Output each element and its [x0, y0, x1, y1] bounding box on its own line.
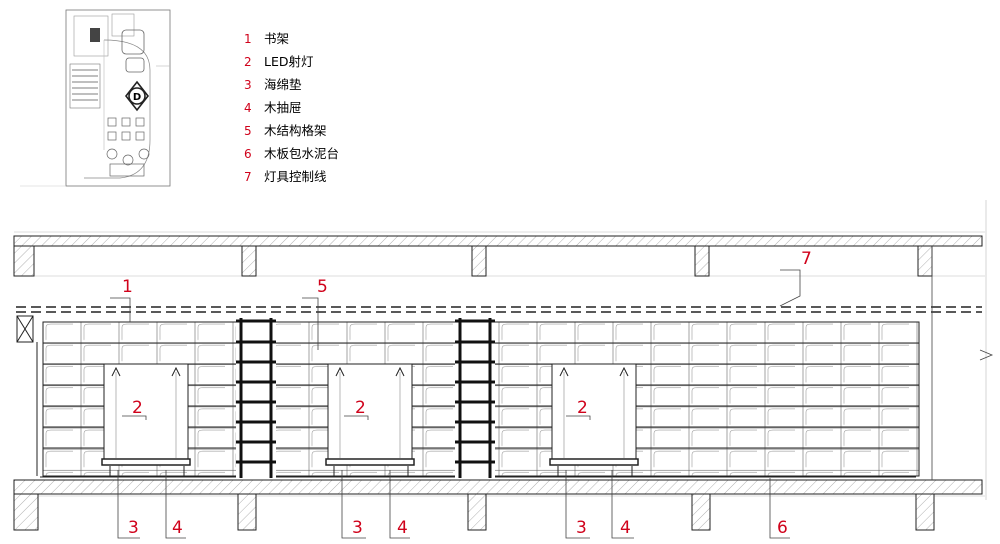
legend-item-2: 2 LED射灯 — [244, 50, 444, 73]
view-marker-icon — [128, 87, 146, 105]
callouts: 1 5 7 2 2 2 3 4 3 4 3 4 6 — [122, 249, 812, 538]
reading-nook-3 — [549, 363, 639, 476]
legend-number: 6 — [244, 147, 252, 161]
left-wall — [16, 315, 38, 476]
legend-item-3: 3 海绵垫 — [244, 73, 444, 96]
callout-4-left: 4 — [172, 518, 183, 538]
callout-2-right: 2 — [577, 398, 588, 418]
callout-3-left: 3 — [128, 518, 139, 538]
legend-number: 7 — [244, 170, 252, 184]
callout-2-center: 2 — [355, 398, 366, 418]
lighting-control-line — [16, 306, 982, 313]
legend-number: 5 — [244, 124, 252, 138]
view-marker-label: D — [133, 92, 141, 103]
legend-label: 木抽屉 — [264, 100, 302, 115]
callout-6: 6 — [777, 518, 788, 538]
legend-label: 海绵垫 — [264, 77, 302, 92]
callout-7: 7 — [801, 249, 812, 269]
callout-5: 5 — [317, 277, 328, 297]
reading-nook-2 — [325, 363, 415, 476]
callout-1: 1 — [122, 277, 133, 297]
legend: 1 书架 2 LED射灯 3 海绵垫 4 木抽屉 5 木结构格架 6 木板包水泥台 7 灯具控… — [244, 27, 444, 188]
floor-slab — [13, 476, 983, 531]
reference-lines — [14, 200, 987, 500]
legend-number: 1 — [244, 32, 252, 46]
wood-frame-ladder-2 — [455, 318, 495, 478]
legend-item-5: 5 木结构格架 — [244, 119, 444, 142]
callout-3-center: 3 — [352, 518, 363, 538]
legend-label: 木板包水泥台 — [264, 146, 340, 161]
callout-4-right: 4 — [620, 518, 631, 538]
legend-label: 木结构格架 — [264, 123, 327, 138]
wood-frame-ladder-1 — [236, 318, 276, 478]
legend-label: LED射灯 — [264, 54, 314, 69]
legend-item-6: 6 木板包水泥台 — [244, 142, 444, 165]
ceiling-slab — [13, 235, 983, 277]
key-plan: D — [20, 9, 171, 187]
reading-nook-1 — [101, 363, 191, 476]
leader-lines — [110, 269, 801, 539]
legend-item-4: 4 木抽屉 — [244, 96, 444, 119]
legend-number: 3 — [244, 78, 252, 92]
legend-number: 2 — [244, 55, 252, 69]
callout-3-right: 3 — [576, 518, 587, 538]
callout-2-left: 2 — [132, 398, 143, 418]
callout-4-center: 4 — [397, 518, 408, 538]
legend-label: 书架 — [264, 31, 290, 46]
legend-item-7: 7 灯具控制线 — [244, 165, 444, 188]
legend-label: 灯具控制线 — [264, 169, 327, 184]
legend-number: 4 — [244, 101, 252, 115]
legend-item-1: 1 书架 — [244, 27, 444, 50]
